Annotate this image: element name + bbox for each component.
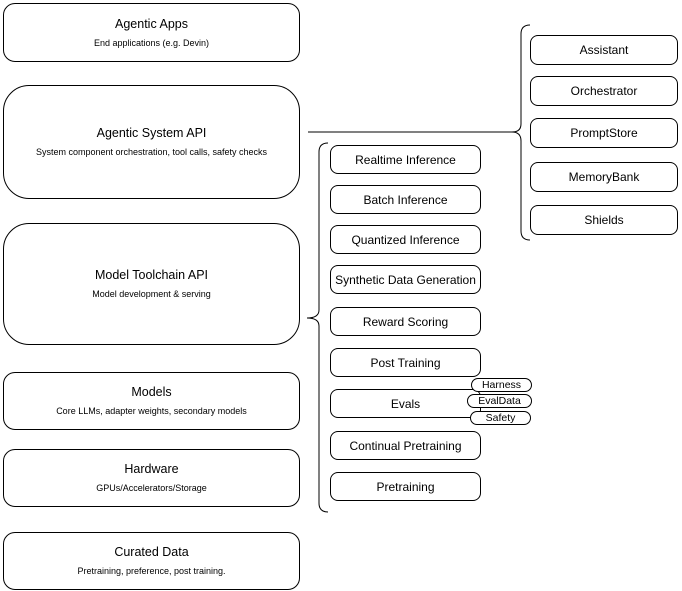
component-box-memorybank: MemoryBank (530, 162, 678, 192)
eval-tag-safety: Safety (470, 411, 531, 425)
box-model-toolchain-api-title: Model Toolchain API (94, 268, 209, 283)
box-agentic-apps-title: Agentic Apps (115, 16, 188, 31)
toolchain-item-pretraining: Pretraining (330, 472, 481, 501)
component-box-assistant: Assistant (530, 35, 678, 65)
box-hardware-subtitle: GPUs/Accelerators/Storage (96, 483, 207, 494)
box-curated-data-subtitle: Pretraining, preference, post training. (77, 566, 226, 577)
eval-tag-harness: Harness (471, 378, 532, 392)
eval-tag-evaldata: EvalData (467, 394, 532, 408)
toolchain-item-evals: Evals (330, 389, 481, 418)
toolchain-item-realtime-inference: Realtime Inference (330, 145, 481, 174)
box-agentic-system-api: Agentic System API System component orch… (3, 85, 300, 199)
component-box-orchestrator: Orchestrator (530, 76, 678, 106)
box-model-toolchain-api-subtitle: Model development & serving (92, 289, 211, 300)
component-box-shields: Shields (530, 205, 678, 235)
box-hardware: Hardware GPUs/Accelerators/Storage (3, 449, 300, 507)
toolchain-item-batch-inference: Batch Inference (330, 185, 481, 214)
box-models-title: Models (131, 385, 172, 400)
toolchain-brace (306, 142, 329, 513)
box-model-toolchain-api: Model Toolchain API Model development & … (3, 223, 300, 345)
box-agentic-apps: Agentic Apps End applications (e.g. Devi… (3, 3, 300, 62)
toolchain-item-quantized-inference: Quantized Inference (330, 225, 481, 254)
box-curated-data: Curated Data Pretraining, preference, po… (3, 532, 300, 590)
box-hardware-title: Hardware (124, 462, 179, 477)
component-box-promptstore: PromptStore (530, 118, 678, 148)
box-agentic-apps-subtitle: End applications (e.g. Devin) (93, 37, 210, 48)
toolchain-item-post-training: Post Training (330, 348, 481, 377)
box-curated-data-title: Curated Data (114, 545, 189, 560)
toolchain-item-continual-pretraining: Continual Pretraining (330, 431, 481, 460)
box-models: Models Core LLMs, adapter weights, secon… (3, 372, 300, 430)
toolchain-item-reward-scoring: Reward Scoring (330, 307, 481, 336)
box-agentic-system-api-title: Agentic System API (96, 126, 207, 141)
system-components-brace (511, 24, 531, 241)
box-agentic-system-api-subtitle: System component orchestration, tool cal… (35, 147, 268, 158)
box-models-subtitle: Core LLMs, adapter weights, secondary mo… (56, 406, 247, 417)
toolchain-item-synthetic-data-generation: Synthetic Data Generation (330, 265, 481, 294)
